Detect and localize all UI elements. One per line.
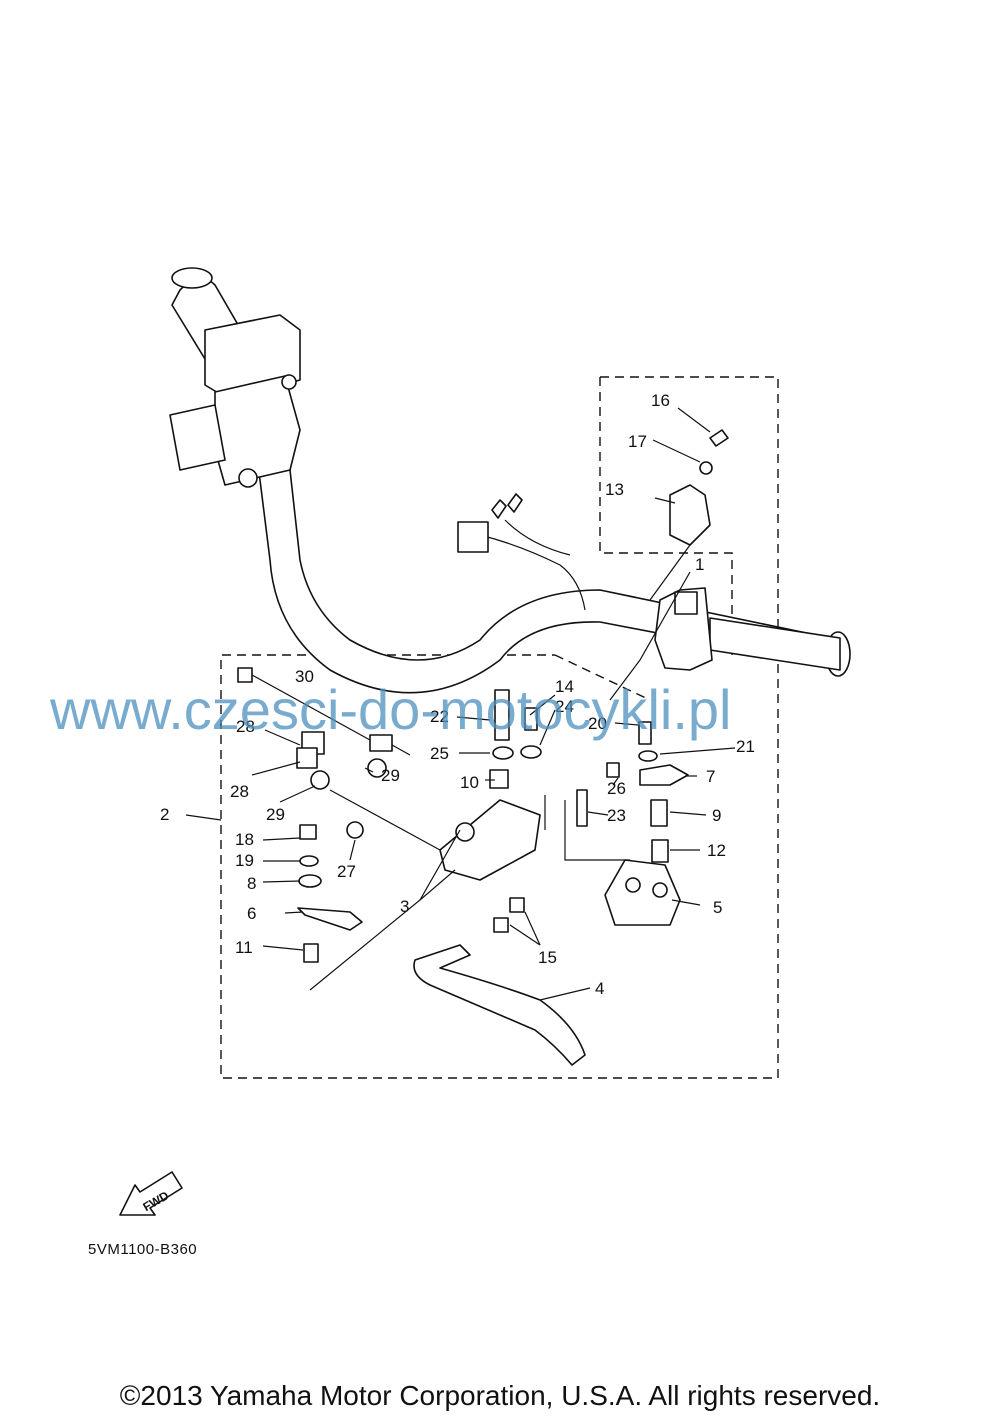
master-cylinder xyxy=(169,314,301,488)
callout-8: 8 xyxy=(247,874,256,893)
callout-25: 25 xyxy=(430,744,449,763)
switch-clamp xyxy=(669,429,729,546)
fwd-arrow-icon: FWD xyxy=(119,1171,183,1216)
clutch-lever xyxy=(413,944,586,1066)
callout-20: 20 xyxy=(588,714,607,733)
callout-21: 21 xyxy=(736,737,755,756)
callout-17: 17 xyxy=(628,432,647,451)
callout-26: 26 xyxy=(607,779,626,798)
callout-1: 1 xyxy=(695,555,704,574)
lever-holder xyxy=(439,799,541,881)
leader-lines xyxy=(185,407,736,1001)
callout-14: 14 xyxy=(555,677,574,696)
callout-24: 24 xyxy=(555,697,574,716)
dashed-group-boxes xyxy=(220,376,779,1079)
callout-29-right: 29 xyxy=(381,766,400,785)
callout-4: 4 xyxy=(595,979,604,998)
callout-15: 15 xyxy=(538,948,557,967)
diagram-code: 5VM1100-B360 xyxy=(88,1241,198,1258)
callout-28-upper: 28 xyxy=(236,717,255,736)
handlebar-switch xyxy=(654,587,713,671)
callout-23: 23 xyxy=(607,806,626,825)
callout-27: 27 xyxy=(337,862,356,881)
callout-7: 7 xyxy=(706,767,715,786)
switch-cover xyxy=(604,859,681,926)
callout-30: 30 xyxy=(295,667,314,686)
callout-19: 19 xyxy=(235,851,254,870)
copyright-notice: ©2013 Yamaha Motor Corporation, U.S.A. A… xyxy=(119,1380,881,1411)
callout-22: 22 xyxy=(430,707,449,726)
callout-2: 2 xyxy=(160,805,169,824)
callout-18: 18 xyxy=(235,830,254,849)
small-parts xyxy=(237,667,689,963)
callout-16: 16 xyxy=(651,391,670,410)
callout-28-lower: 28 xyxy=(230,782,249,801)
callout-11: 11 xyxy=(235,938,253,957)
callout-5: 5 xyxy=(713,898,722,917)
wire-harness xyxy=(457,493,586,611)
callout-13: 13 xyxy=(605,480,624,499)
callout-10: 10 xyxy=(460,773,479,792)
callout-6: 6 xyxy=(247,904,256,923)
callout-12: 12 xyxy=(707,841,726,860)
callout-29-left: 29 xyxy=(266,805,285,824)
callout-3: 3 xyxy=(400,897,409,916)
callout-9: 9 xyxy=(712,806,721,825)
callout-labels: 1 2 3 4 5 6 7 8 9 10 11 12 13 14 15 16 1… xyxy=(160,391,755,998)
watermark-text: www.czesci-do-motocykli.pl xyxy=(49,678,732,741)
